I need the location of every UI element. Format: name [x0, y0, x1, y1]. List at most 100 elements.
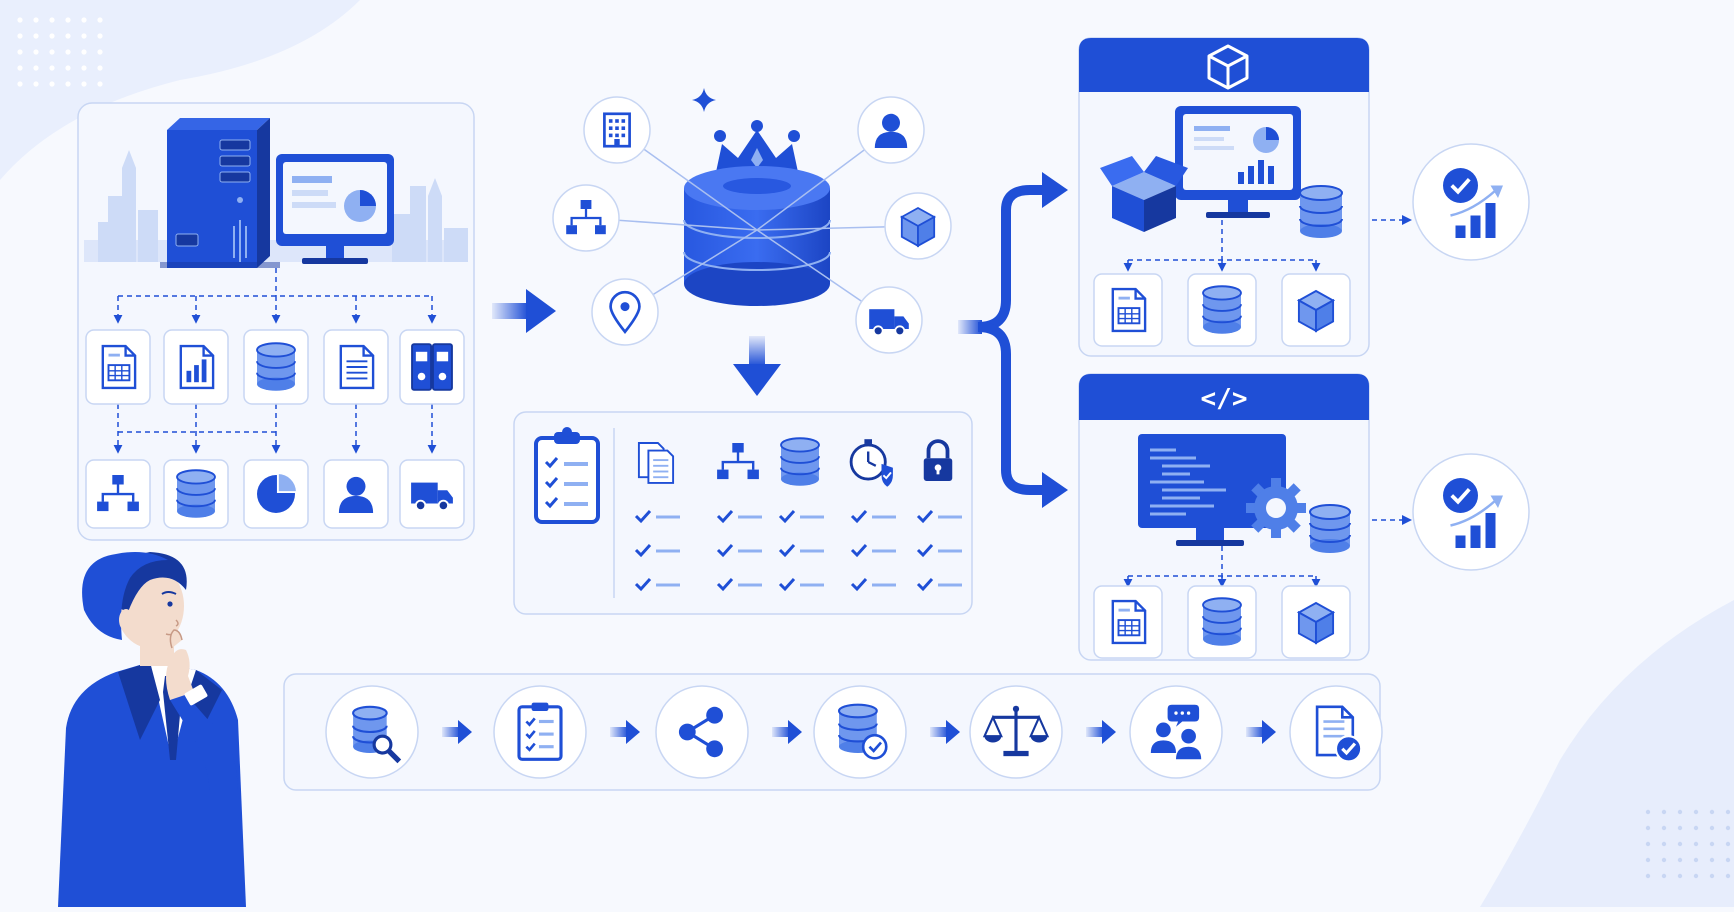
person-icon: [874, 113, 908, 148]
dot: [1661, 809, 1667, 815]
check-mark-icon: [916, 577, 962, 592]
dot: [33, 33, 39, 39]
dot: [97, 65, 103, 71]
code-icon: </>: [1201, 384, 1248, 414]
hierarchy-icon: [566, 200, 606, 235]
process-arrow: [772, 720, 802, 744]
text-doc-icon: [339, 344, 375, 390]
clipboard-checklist-icon: [517, 702, 563, 761]
data-quality-panel: [513, 411, 973, 615]
source-systems-panel: [77, 102, 475, 541]
dot: [97, 49, 103, 55]
database-icon: [176, 469, 216, 518]
dot: [1661, 857, 1667, 863]
check-mark-icon: [634, 577, 680, 592]
hierarchy-icon: [97, 475, 139, 512]
lock-icon: [923, 439, 953, 481]
dot: [1645, 873, 1651, 879]
database-cylinder-icon: [683, 166, 831, 306]
building-icon: [603, 112, 631, 148]
dot: [33, 17, 39, 23]
dot: [17, 49, 23, 55]
dot: [49, 81, 55, 87]
check-mark-icon: [778, 543, 824, 558]
result-circle: [1412, 143, 1530, 261]
check-growth-icon: [1443, 168, 1503, 238]
output-panel-application: </>: [1078, 373, 1370, 661]
database-icon: [1309, 504, 1351, 553]
thinking-businessman-icon: [58, 552, 246, 907]
hub-satellites: [552, 96, 952, 354]
cube-icon: [899, 206, 937, 248]
cube-icon: [1296, 601, 1336, 645]
dot: [33, 65, 39, 71]
dot: [65, 17, 71, 23]
dot: [81, 17, 87, 23]
team-discussion-icon: [1150, 704, 1202, 760]
database-search-icon: [352, 705, 402, 764]
dot: [33, 49, 39, 55]
check-mark-icon: [778, 577, 824, 592]
sparkle-icon: [692, 88, 716, 112]
dot: [65, 81, 71, 87]
spreadsheet-doc-icon: [101, 344, 137, 390]
result-connector: [1372, 515, 1412, 525]
database-check-icon: [837, 703, 888, 760]
flow-arrow-to-quality: [733, 336, 781, 396]
check-growth-icon: [1443, 478, 1503, 548]
dot: [1709, 873, 1715, 879]
dot: [81, 81, 87, 87]
dot: [1725, 825, 1731, 831]
check-mark-icon: [716, 509, 762, 524]
corner-blob: [0, 0, 360, 180]
process-arrow: [610, 720, 640, 744]
check-mark-icon: [778, 509, 824, 524]
corner-blob: [1480, 600, 1734, 907]
check-mark-icon: [916, 509, 962, 524]
dot: [81, 65, 87, 71]
dot: [1725, 809, 1731, 815]
dot: [1725, 857, 1731, 863]
check-mark-icon: [634, 509, 680, 524]
governance-process-strip: [283, 673, 1383, 791]
approved-document-icon: [1315, 705, 1363, 763]
dot: [1661, 841, 1667, 847]
dot: [1693, 841, 1699, 847]
dot: [1693, 809, 1699, 815]
dot: [17, 33, 23, 39]
quality-check-grid: [634, 509, 962, 592]
documents-icon: [637, 442, 675, 484]
dot: [1677, 841, 1683, 847]
dot: [81, 33, 87, 39]
dot: [97, 33, 103, 39]
dot: [49, 49, 55, 55]
quality-header-icons: [637, 437, 953, 487]
dot: [1709, 857, 1715, 863]
check-mark-icon: [850, 543, 896, 558]
result-circle: [1412, 453, 1530, 571]
dot: [81, 49, 87, 55]
dot: [1725, 841, 1731, 847]
dot: [1709, 809, 1715, 815]
check-mark-icon: [716, 577, 762, 592]
open-box-icon: [1100, 156, 1188, 232]
spreadsheet-doc-icon: [1111, 599, 1147, 645]
dot: [1645, 825, 1651, 831]
output-connectors: [1123, 546, 1321, 588]
user-icon: [338, 476, 374, 513]
dot: [1645, 857, 1651, 863]
cube-outline-icon: [1207, 44, 1249, 90]
dot: [1709, 825, 1715, 831]
dot: [17, 17, 23, 23]
result-connector: [1372, 215, 1412, 225]
dot: [49, 65, 55, 71]
dot: [1661, 873, 1667, 879]
dot: [1677, 857, 1683, 863]
dot: [17, 81, 23, 87]
share-nodes-icon: [678, 706, 723, 758]
dot: [1645, 841, 1651, 847]
source-connectors: [113, 268, 437, 454]
crown-icon: [714, 120, 800, 172]
check-mark-icon: [634, 543, 680, 558]
